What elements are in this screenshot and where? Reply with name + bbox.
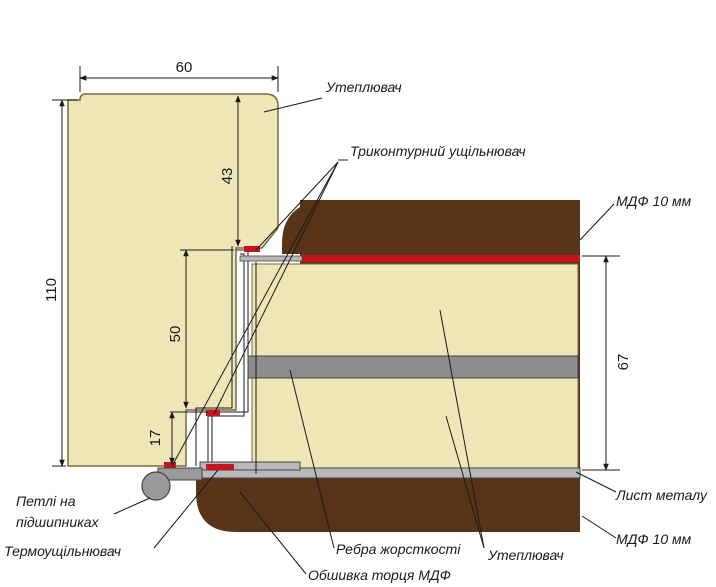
top-red-seal — [300, 255, 580, 262]
dim-17-label: 17 — [147, 430, 164, 447]
seal-hinge — [164, 462, 176, 468]
dim-67-label: 67 — [615, 354, 632, 371]
dim-50: 50 — [167, 249, 234, 409]
door-insulation-upper — [251, 263, 579, 357]
label-insulation-top: Утеплювач — [325, 79, 402, 95]
label-hinges-line1: Петлі на — [16, 493, 76, 509]
label-hinges-line2: підшипниках — [16, 514, 100, 530]
top-red-seal-left — [239, 255, 303, 262]
label-edge-cladding: Обшивка торця МДФ — [308, 567, 451, 583]
label-triple-seal: Триконтурний ущільнювач — [350, 143, 526, 159]
dim-50-label: 50 — [167, 326, 184, 343]
dim-110: 110 — [43, 99, 78, 467]
frame-insulation — [67, 93, 279, 467]
label-ribs: Ребра жорсткості — [336, 541, 461, 557]
label-mdf-top: МДФ 10 мм — [616, 193, 692, 209]
dim-60: 60 — [79, 59, 279, 92]
hinge — [141, 467, 203, 501]
door-insulation-lower — [251, 377, 579, 469]
leaders — [113, 97, 617, 575]
stiffener-rib — [247, 355, 579, 379]
seal-upper — [244, 246, 260, 252]
dim-43: 43 — [219, 95, 241, 247]
door-mdf-top — [282, 200, 580, 254]
label-mdf-bottom: МДФ 10 мм — [616, 531, 692, 547]
dim-43-label: 43 — [219, 168, 236, 185]
seal-middle — [206, 410, 220, 416]
label-insulation-bottom: Утеплювач — [487, 547, 564, 563]
dim-67: 67 — [582, 255, 632, 471]
metal-sheet-lip — [199, 461, 301, 471]
seal-thermo — [206, 464, 234, 470]
dim-60-label: 60 — [176, 59, 193, 76]
dim-17: 17 — [147, 411, 208, 465]
label-metal-sheet: Лист металу — [615, 487, 708, 503]
dim-110-label: 110 — [43, 278, 60, 302]
label-thermo-seal: Термоущільнювач — [4, 543, 121, 559]
